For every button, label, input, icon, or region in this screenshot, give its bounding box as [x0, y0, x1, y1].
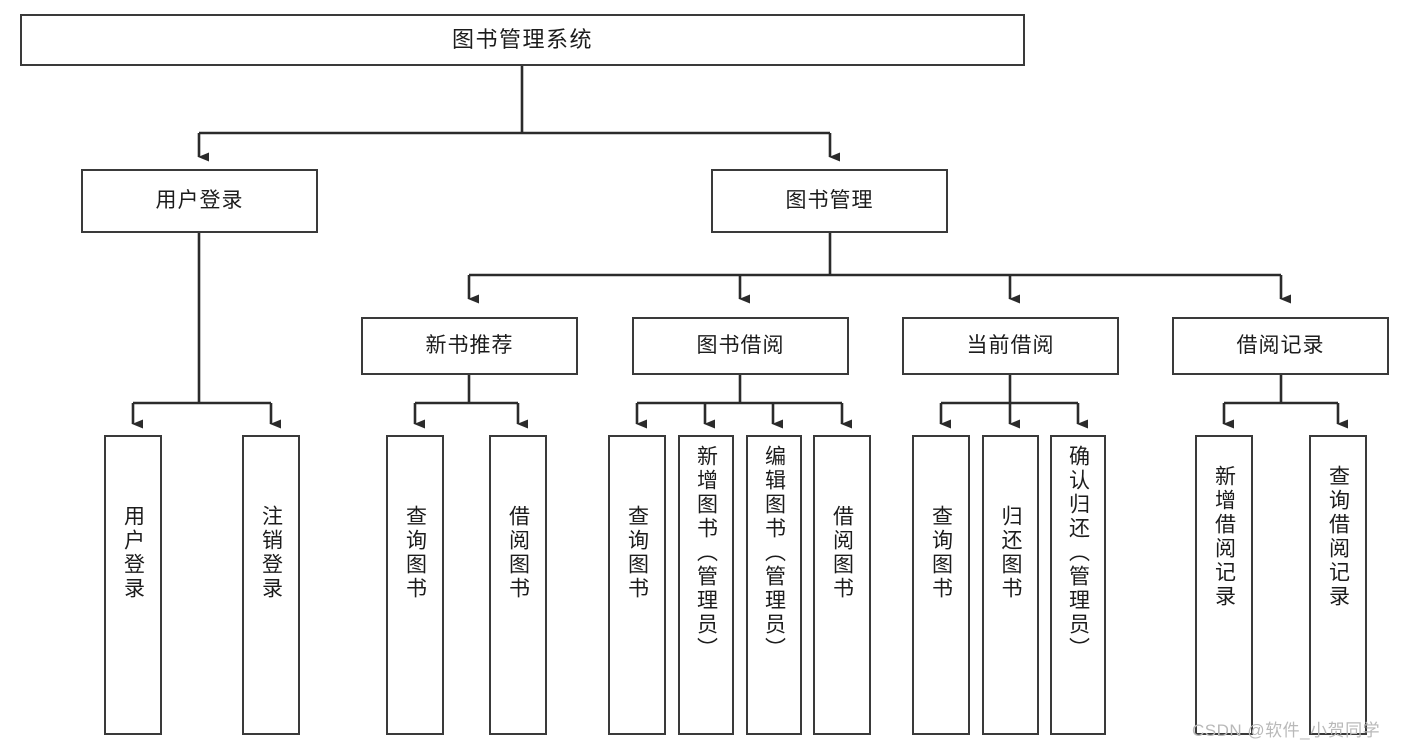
node-label: 新书推荐 [425, 333, 514, 357]
node-label: 图书管理系统 [451, 27, 593, 53]
node-label: 查询图书 [929, 505, 953, 601]
node-label: 当前借阅 [966, 333, 1055, 357]
node-label: 用户登录 [155, 188, 244, 212]
leaf-user-login-logout[interactable]: 注销登录 [242, 435, 300, 735]
leaf-current-borrow-confirm[interactable]: 确认归还（管理员） [1050, 435, 1106, 735]
node-book-management[interactable]: 图书管理 [711, 169, 948, 233]
node-borrow-record[interactable]: 借阅记录 [1172, 317, 1389, 375]
leaf-book-borrow-borrow[interactable]: 借阅图书 [813, 435, 871, 735]
node-label: 编辑图书（管理员） [762, 445, 786, 661]
leaf-current-borrow-return[interactable]: 归还图书 [982, 435, 1039, 735]
leaf-current-borrow-query[interactable]: 查询图书 [912, 435, 970, 735]
node-label: 借阅记录 [1236, 333, 1325, 357]
node-label: 新增图书（管理员） [694, 445, 718, 661]
node-label: 注销登录 [259, 505, 283, 601]
node-label: 查询借阅记录 [1326, 465, 1350, 609]
node-label: 查询图书 [403, 505, 427, 601]
leaf-book-borrow-query[interactable]: 查询图书 [608, 435, 666, 735]
leaf-user-login-login[interactable]: 用户登录 [104, 435, 162, 735]
node-label: 用户登录 [121, 505, 145, 601]
leaf-book-borrow-add[interactable]: 新增图书（管理员） [678, 435, 734, 735]
node-current-borrow[interactable]: 当前借阅 [902, 317, 1119, 375]
node-label: 图书借阅 [696, 333, 785, 357]
node-label: 查询图书 [625, 505, 649, 601]
leaf-borrow-record-query[interactable]: 查询借阅记录 [1309, 435, 1367, 735]
node-root-system[interactable]: 图书管理系统 [20, 14, 1025, 66]
node-label: 新增借阅记录 [1212, 465, 1236, 609]
node-label: 图书管理 [785, 188, 874, 212]
node-book-borrow[interactable]: 图书借阅 [632, 317, 849, 375]
leaf-new-book-borrow[interactable]: 借阅图书 [489, 435, 547, 735]
node-new-book-recommend[interactable]: 新书推荐 [361, 317, 578, 375]
leaf-book-borrow-edit[interactable]: 编辑图书（管理员） [746, 435, 802, 735]
leaf-borrow-record-add[interactable]: 新增借阅记录 [1195, 435, 1253, 735]
node-label: 借阅图书 [506, 505, 530, 601]
csdn-watermark: CSDN @软件_小贺同学 [1192, 721, 1381, 740]
node-user-login[interactable]: 用户登录 [81, 169, 318, 233]
node-label: 借阅图书 [830, 505, 854, 601]
node-label: 确认归还（管理员） [1066, 445, 1090, 661]
leaf-new-book-query[interactable]: 查询图书 [386, 435, 444, 735]
node-label: 归还图书 [999, 505, 1022, 601]
